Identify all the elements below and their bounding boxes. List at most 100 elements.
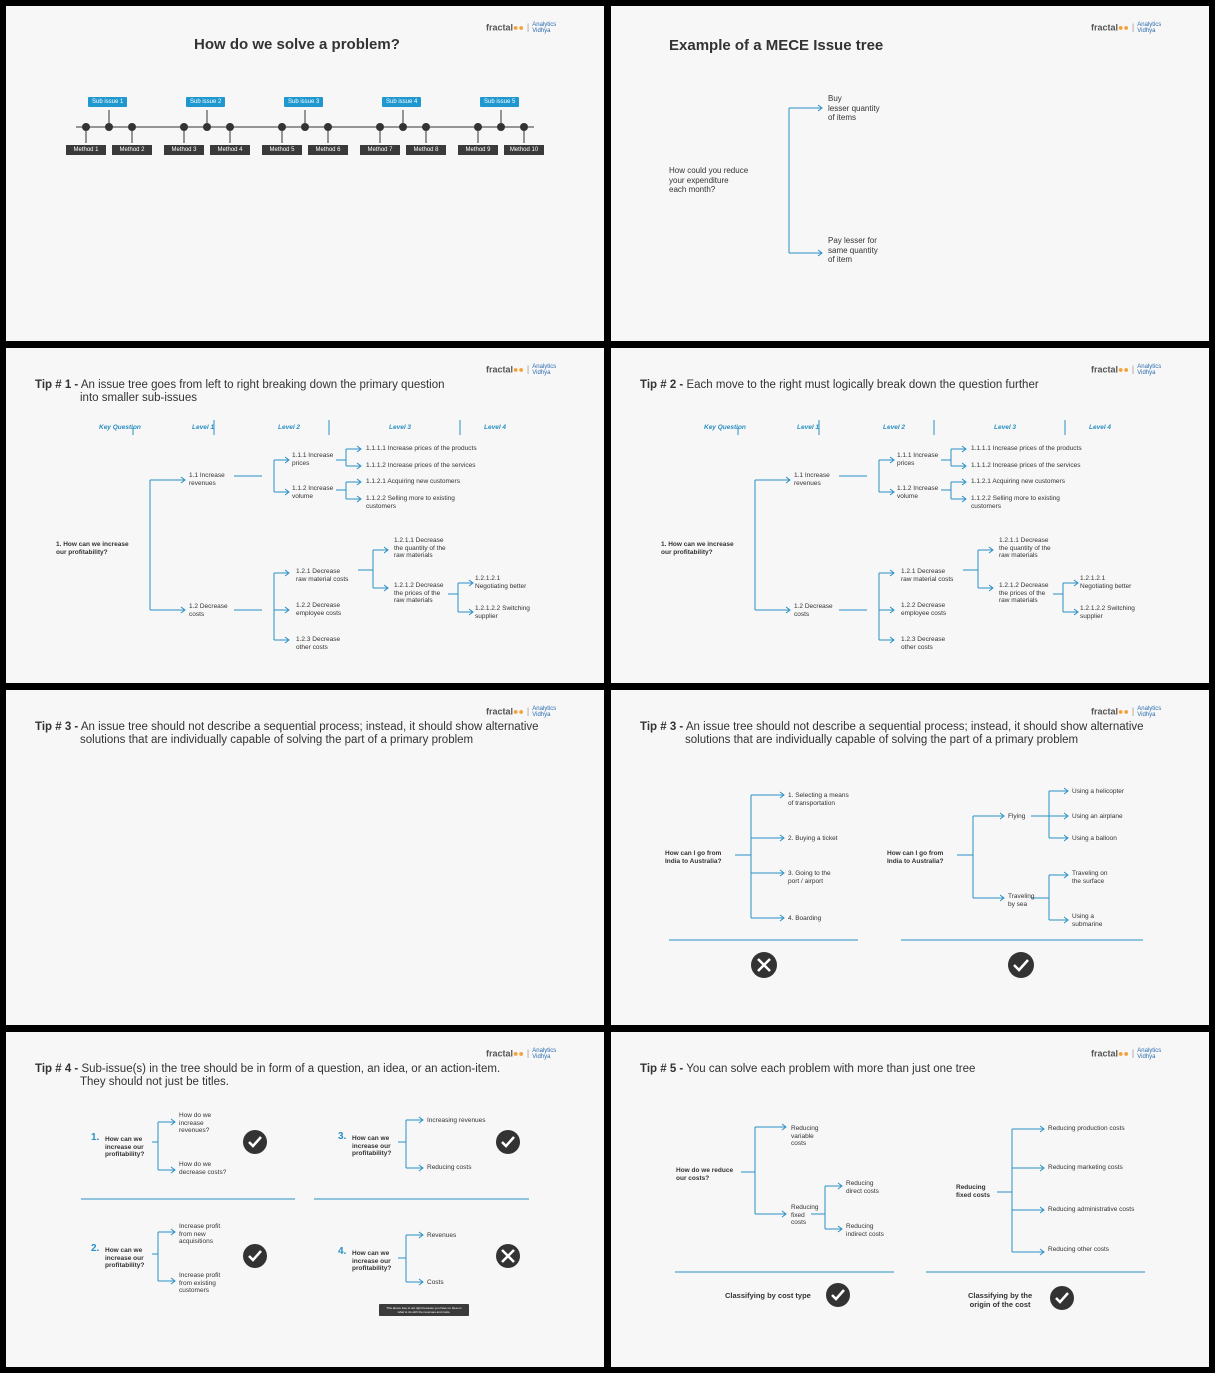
sub-issue: Sub issue 1 [88, 97, 128, 107]
tree-node: 1.1.2.1 Acquiring new customers [971, 478, 1065, 485]
travel-trees-connectors [669, 787, 1143, 978]
level-header: Level 2 [883, 424, 906, 431]
tree-node: 4. Boarding [788, 915, 822, 922]
method-box: Method 4 [210, 145, 250, 155]
tree-connectors [132, 420, 474, 644]
slide-title: Tip # 3 - An issue tree should not descr… [640, 721, 1144, 746]
example-number: 4. [338, 1246, 347, 1257]
sub-issue: Sub issue 3 [284, 97, 324, 107]
method-box: Method 5 [262, 145, 302, 155]
level-header: Level 3 [389, 424, 412, 431]
example-number: 2. [91, 1243, 100, 1254]
tree-node: Increasing revenues [427, 1117, 486, 1124]
method-box: Method 6 [308, 145, 348, 155]
tree-node: 2. Buying a ticket [788, 835, 838, 842]
check-icon [826, 1283, 850, 1307]
tree-node: 1.1.2.1 Acquiring new customers [366, 478, 460, 485]
tree-node: Using a balloon [1072, 835, 1117, 842]
tree-node: Flying [1008, 813, 1026, 820]
cross-icon [496, 1244, 520, 1268]
tree-node: Reducing production costs [1048, 1125, 1125, 1132]
level-header: Level 2 [278, 424, 301, 431]
tree-node: Reducing costs [427, 1164, 472, 1171]
method-box: Method 2 [112, 145, 152, 155]
slide-title: How do we solve a problem? [194, 36, 400, 53]
examples-connectors [81, 1116, 529, 1286]
example-number: 1. [91, 1132, 100, 1143]
method-timeline [76, 110, 534, 143]
mece-tree-connectors [788, 104, 823, 257]
slide-title: Tip # 2 - Each move to the right must lo… [640, 379, 1039, 391]
sub-issue: Sub issue 4 [382, 97, 422, 107]
level-header: Level 4 [484, 424, 507, 431]
level-header: Level 3 [994, 424, 1017, 431]
cost-trees-connectors [675, 1123, 1145, 1310]
tree-node: Costs [427, 1279, 444, 1286]
method-box: Method 1 [66, 145, 106, 155]
level-header: Key Question [99, 424, 141, 431]
tree-connectors [737, 420, 1079, 644]
tree-node: Reducing other costs [1048, 1246, 1110, 1253]
explanation-tooltip: This above tree is not right because you… [379, 1304, 469, 1316]
tree-node: 1.1.1.1 Increase prices of the products [971, 445, 1082, 452]
method-box: Method 8 [406, 145, 446, 155]
method-box: Method 10 [504, 145, 544, 155]
tree-node: 1.1.1.2 Increase prices of the services [366, 462, 476, 469]
level-header: Level 1 [797, 424, 820, 431]
slide-title: Tip # 1 - An issue tree goes from left t… [35, 379, 445, 404]
tree-node: Revenues [427, 1232, 457, 1239]
slide-title: Tip # 3 - An issue tree should not descr… [35, 721, 539, 746]
check-icon [243, 1130, 267, 1154]
cross-icon [751, 952, 777, 978]
tree-node: Reducing marketing costs [1048, 1164, 1123, 1171]
level-header: Level 1 [192, 424, 215, 431]
